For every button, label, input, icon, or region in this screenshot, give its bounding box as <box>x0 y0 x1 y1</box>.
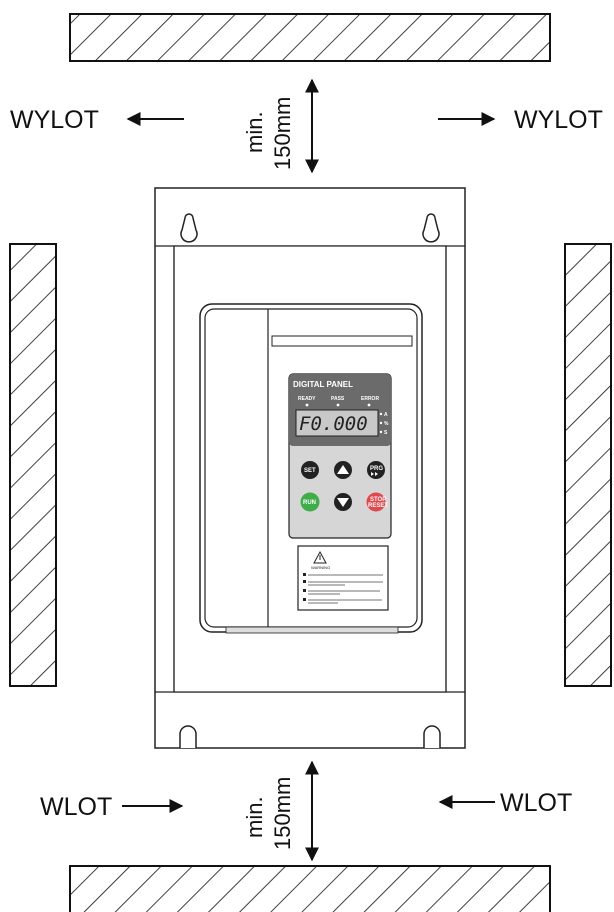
indicator-error: ERROR <box>361 396 379 402</box>
right-wall-hatch <box>564 243 612 687</box>
down-arrow-icon <box>337 498 349 507</box>
mounting-keyhole-top-right <box>422 213 440 243</box>
outlet-label-right: WYLOT <box>514 106 603 134</box>
top-clearance-min: min. <box>242 111 267 153</box>
mounting-slot-bottom-right <box>423 725 441 748</box>
inverter-device: DIGITAL PANEL READY PASS ERROR F0.000 A … <box>154 187 466 749</box>
unit-a: A <box>384 412 388 418</box>
bottom-clearance-distance: 150mm <box>270 777 295 850</box>
digital-keypad-panel: DIGITAL PANEL READY PASS ERROR F0.000 A … <box>288 373 392 539</box>
stop-reset-key[interactable] <box>366 492 386 512</box>
mounting-keyhole-top-left <box>180 213 198 243</box>
stop-key-label-line2: RESET <box>368 503 388 509</box>
stop-key-label-line1: STOP <box>370 497 386 503</box>
run-key[interactable] <box>300 492 320 512</box>
brand-strip <box>271 335 413 347</box>
warning-title: WARNING <box>311 565 330 570</box>
panel-title: DIGITAL PANEL <box>293 380 353 389</box>
mounting-slot-bottom-left <box>179 725 197 748</box>
cover-bottom-lip <box>225 626 399 634</box>
unit-percent: % <box>384 421 389 427</box>
warning-label: WARNING <box>297 545 389 611</box>
top-wall-hatch <box>69 13 551 62</box>
led-display-value: F0.000 <box>299 413 368 435</box>
set-key-label: SET <box>304 468 316 474</box>
indicator-pass: PASS <box>331 396 345 402</box>
bottom-clearance-min: min. <box>242 796 267 838</box>
run-key-label: RUN <box>303 500 316 506</box>
set-key[interactable] <box>301 461 319 479</box>
unit-s: S <box>384 430 388 436</box>
outlet-label-left: WYLOT <box>10 106 99 134</box>
left-wall-hatch <box>9 243 57 687</box>
shift-icon <box>371 472 378 476</box>
indicator-ready: READY <box>298 396 316 402</box>
inlet-label-right: WLOT <box>500 789 572 817</box>
led-display <box>295 409 379 437</box>
bottom-wall-hatch <box>69 865 551 912</box>
inlet-label-left: WLOT <box>40 793 112 821</box>
top-clearance-distance: 150mm <box>270 97 295 170</box>
prg-key-label: PRG <box>370 466 383 472</box>
up-arrow-icon <box>337 465 349 474</box>
